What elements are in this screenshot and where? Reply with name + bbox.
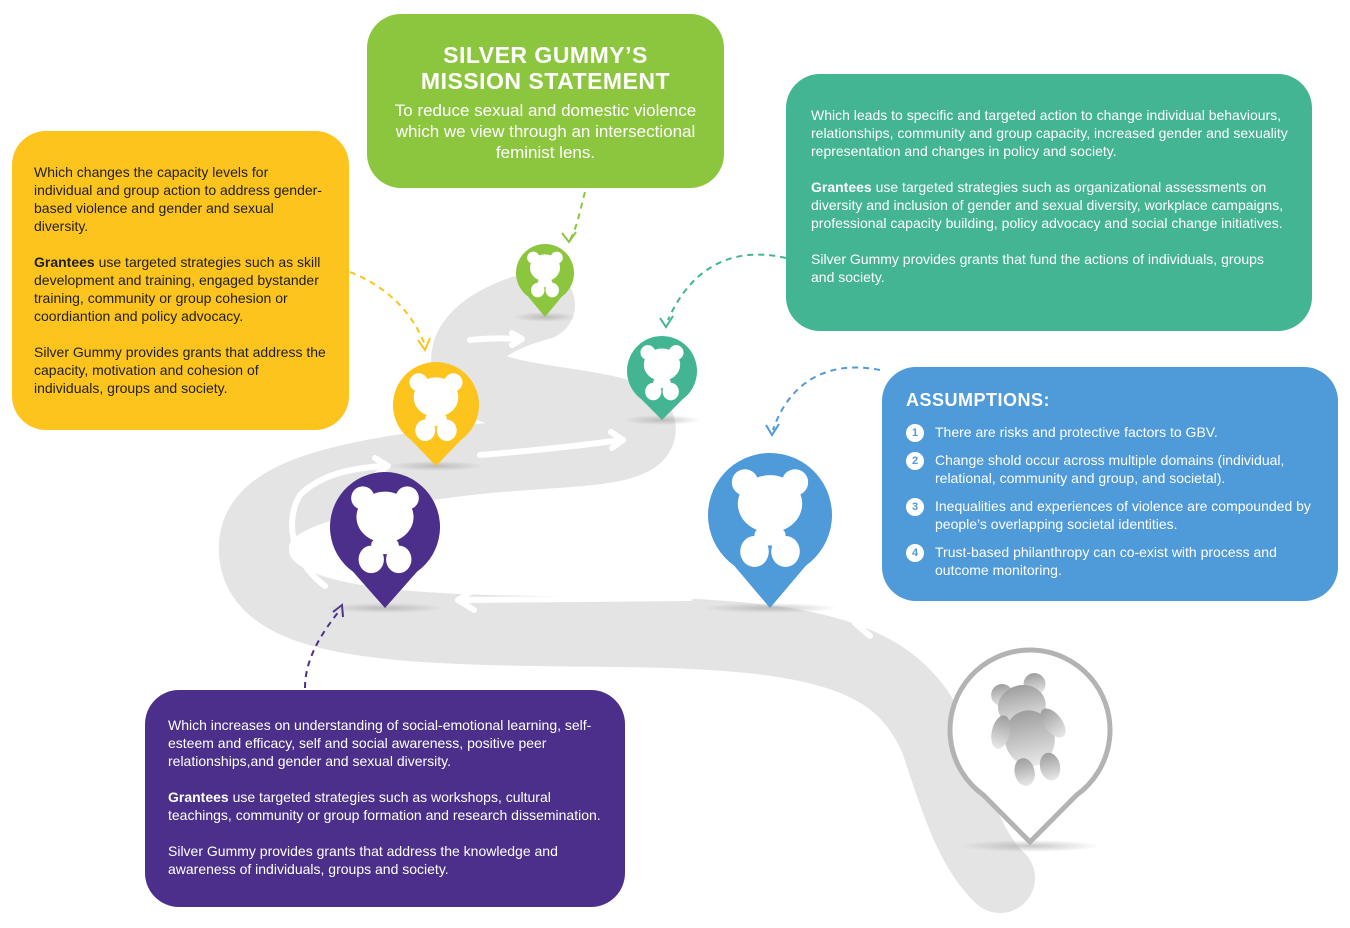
assumption-text: Trust-based philanthropy can co-exist wi…: [935, 544, 1277, 578]
grantees-label: Grantees: [34, 254, 95, 270]
grantees-text: use targeted strategies such as workshop…: [168, 789, 601, 823]
mission-title-line1: SILVER GUMMY’S: [443, 42, 648, 68]
capacity-grantees: Grantees use targeted strategies such as…: [34, 253, 327, 325]
capacity-intro: Which changes the capacity levels for in…: [34, 164, 322, 234]
understanding-grants: Silver Gummy provides grants that addres…: [168, 843, 558, 877]
assumptions-box: ASSUMPTIONS: 1 There are risks and prote…: [882, 367, 1338, 601]
assumption-number: 3: [906, 498, 924, 516]
assumption-number: 1: [906, 424, 924, 442]
pin-shadow: [960, 840, 1100, 852]
action-grants: Silver Gummy provides grants that fund t…: [811, 251, 1264, 285]
road-arrows: [289, 330, 971, 645]
assumption-item: 3 Inequalities and experiences of violen…: [906, 497, 1318, 533]
understanding-grantees: Grantees use targeted strategies such as…: [168, 788, 603, 824]
grantees-text: use targeted strategies such as skill de…: [34, 254, 321, 324]
assumption-text: Inequalities and experiences of violence…: [935, 498, 1311, 532]
bear-icon: [991, 673, 1066, 786]
capacity-box: Which changes the capacity levels for in…: [12, 131, 349, 430]
capacity-grants: Silver Gummy provides grants that addres…: [34, 344, 326, 396]
understanding-box: Which increases on understanding of soci…: [145, 690, 625, 907]
assumption-item: 2 Change shold occur across multiple dom…: [906, 451, 1318, 487]
mission-statement-box: SILVER GUMMY’S MISSION STATEMENT To redu…: [367, 14, 724, 188]
assumption-text: There are risks and protective factors t…: [935, 424, 1218, 440]
grantees-label: Grantees: [168, 789, 229, 805]
grantees-label: Grantees: [811, 179, 872, 195]
assumption-item: 4 Trust-based philanthropy can co-exist …: [906, 543, 1318, 579]
mission-title-line2: MISSION STATEMENT: [420, 68, 671, 94]
assumption-number: 4: [906, 544, 924, 562]
start-pin: [947, 647, 1113, 852]
mission-text: To reduce sexual and domestic violence w…: [394, 101, 697, 162]
purple-pin: [324, 471, 446, 613]
teal-pin: [623, 336, 701, 425]
road: [218, 270, 1035, 913]
assumption-item: 1 There are risks and protective factors…: [906, 423, 1318, 442]
assumption-number: 2: [906, 452, 924, 470]
green-small-pin: [513, 244, 577, 322]
mission-title: SILVER GUMMY’S MISSION STATEMENT: [387, 42, 704, 94]
assumption-text: Change shold occur across multiple domai…: [935, 452, 1285, 486]
action-intro: Which leads to specific and targeted act…: [811, 107, 1288, 159]
yellow-pin: [388, 361, 484, 471]
blue-pin: [701, 452, 839, 613]
pins: [324, 244, 1113, 852]
action-grantees: Grantees use targeted strategies such as…: [811, 178, 1288, 232]
assumptions-title: ASSUMPTIONS:: [906, 390, 1051, 410]
grantees-text: use targeted strategies such as organiza…: [811, 179, 1284, 231]
action-box: Which leads to specific and targeted act…: [786, 74, 1312, 331]
understanding-intro: Which increases on understanding of soci…: [168, 717, 592, 769]
